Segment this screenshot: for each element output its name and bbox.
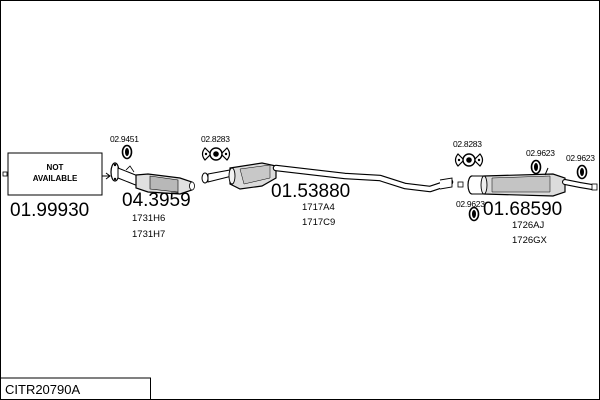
catalytic-converter-part xyxy=(110,162,195,195)
part-code-2b: 1731H7 xyxy=(132,229,165,240)
part-number-4: 01.68590 xyxy=(483,199,562,220)
front-pipe-not-available: NOT AVAILABLE xyxy=(2,152,103,196)
connector-arrow xyxy=(102,172,111,180)
part-code-2a: 1731H6 xyxy=(132,213,165,224)
front-pipe-connector-icon xyxy=(2,171,8,177)
part-code-3a: 1717A4 xyxy=(302,202,335,213)
tailpipe-end-icon xyxy=(591,183,598,191)
accessory-label-4: 02.9623 xyxy=(526,148,555,158)
accessory-label-5: 02.9623 xyxy=(566,153,595,163)
not-available-box xyxy=(7,152,103,196)
rubber-mount-02-9623-b: 02.9623 xyxy=(566,153,595,180)
rubber-mount-02-9623-c: 02.9623 xyxy=(456,199,485,222)
accessory-label-1: 02.9451 xyxy=(110,134,139,144)
gasket-02-8283-left: 02.8283 xyxy=(201,134,230,161)
accessory-label-2: 02.8283 xyxy=(201,134,230,144)
part-number-2: 04.3959 xyxy=(122,190,191,211)
not-available-line2: AVAILABLE xyxy=(33,174,78,183)
part-number-1: 01.99930 xyxy=(10,200,89,221)
gasket-02-8283-right: 02.8283 xyxy=(453,139,484,167)
connector-square-icon xyxy=(457,181,464,188)
rubber-mount-02-9623-a: 02.9623 xyxy=(526,148,555,175)
not-available-line1: NOT xyxy=(47,163,64,172)
accessory-label-6: 02.9623 xyxy=(456,199,485,209)
reference-code: CITR20790A xyxy=(5,382,80,397)
part-code-4a: 1726AJ xyxy=(512,220,544,231)
accessory-label-3: 02.8283 xyxy=(453,139,482,149)
part-code-3b: 1717C9 xyxy=(302,217,335,228)
part-code-4b: 1726GX xyxy=(512,235,548,246)
reference-code-box: CITR20790A xyxy=(0,377,151,400)
centre-silencer-part xyxy=(201,162,454,193)
rear-silencer-part xyxy=(467,167,598,197)
part-number-3: 01.53880 xyxy=(271,181,350,202)
clamp-02-9451: 02.9451 xyxy=(110,134,139,160)
